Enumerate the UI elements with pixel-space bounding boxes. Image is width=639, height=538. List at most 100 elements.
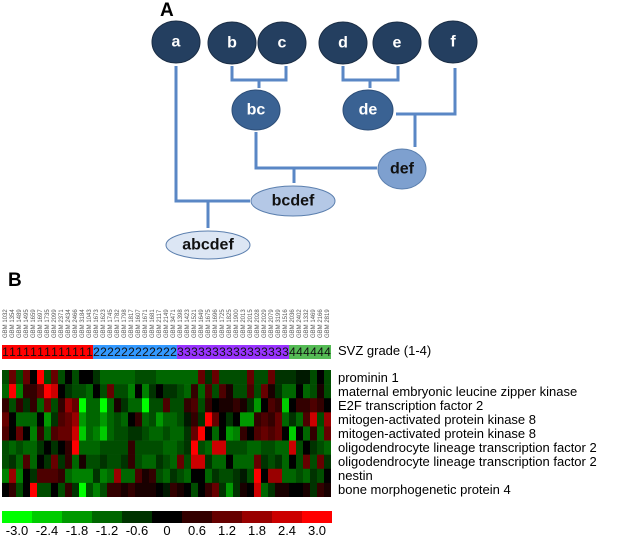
heatmap-cell [72, 384, 80, 399]
heatmap-cell [30, 468, 38, 484]
heatmap-cell [135, 440, 143, 455]
heatmap-cell [268, 426, 276, 441]
heatmap-cell [128, 370, 136, 385]
sample-label: GBM 2028 [254, 290, 261, 338]
heatmap-cell [2, 426, 10, 441]
heatmap-cell [303, 384, 311, 399]
tree-edge [341, 66, 400, 82]
heatmap-cell [212, 384, 220, 399]
heatmap-cell [149, 454, 157, 470]
node-shape [428, 20, 478, 64]
node-abcdef: abcdef [165, 230, 251, 260]
tree-edges [174, 66, 457, 228]
heatmap-cell [135, 454, 143, 470]
heatmap-cell [23, 454, 31, 470]
heatmap-cell [100, 468, 108, 484]
grade-cell: 1 [37, 345, 44, 359]
heatmap-cell [233, 398, 241, 413]
heatmap-cell [2, 440, 10, 455]
heatmap-cell [296, 398, 304, 413]
grade-cell: 2 [100, 345, 107, 359]
heatmap-cell [163, 454, 171, 470]
heatmap-cell [2, 468, 10, 484]
heatmap-cell [16, 426, 24, 441]
heatmap-cell [191, 384, 199, 399]
heatmap-cell [261, 398, 269, 413]
heatmap-cell [107, 454, 115, 470]
heatmap-cell [191, 398, 199, 413]
heatmap-cell [114, 426, 122, 441]
node-c: c [257, 21, 307, 65]
heatmap-cell [149, 468, 157, 484]
sample-label: GBM 2466 [72, 290, 79, 338]
heatmap-cell [289, 454, 297, 470]
heatmap-cell [128, 440, 136, 455]
heatmap-cell [163, 482, 171, 497]
sample-label: GBM 1398 [177, 290, 184, 338]
heatmap-cell [317, 440, 325, 455]
node-shape [257, 21, 307, 65]
heatmap-cell [79, 398, 87, 413]
heatmap-cell [282, 454, 290, 470]
heatmap-cell [170, 426, 178, 441]
heatmap-cell [170, 468, 178, 484]
heatmap-cell [254, 454, 262, 470]
heatmap-cell [219, 440, 227, 455]
heatmap-cell [261, 412, 269, 427]
heatmap-cell [184, 398, 192, 413]
heatmap-cell [240, 426, 248, 441]
sample-label: GBM 1623 [100, 290, 107, 338]
heatmap-cell [16, 454, 24, 470]
heatmap-cell [121, 398, 129, 413]
heatmap-cell [107, 426, 115, 441]
heatmap-cell [65, 426, 73, 441]
sample-label: GBM 1675 [205, 290, 212, 338]
heatmap-cell [107, 398, 115, 413]
sample-label: GBM 2117 [156, 290, 163, 338]
heatmap-cell [100, 440, 108, 455]
heatmap-cell [156, 384, 164, 399]
heatmap-cell [268, 370, 276, 385]
node-label: bcdef [272, 193, 315, 210]
heatmap-cell [51, 412, 59, 427]
heatmap-cell [177, 440, 185, 455]
heatmap-cell [121, 440, 129, 455]
heatmap-cell [184, 412, 192, 427]
sample-label: GBM 1516 [282, 290, 289, 338]
heatmap-cell [219, 398, 227, 413]
heatmap-cell [324, 426, 331, 441]
heatmap-cell [198, 482, 206, 497]
heatmap-cell [128, 384, 136, 399]
heatmap-cell [121, 384, 129, 399]
heatmap-cell [226, 468, 234, 484]
heatmap-cell [100, 384, 108, 399]
panel-b-label: B [8, 270, 22, 291]
heatmap-cell [156, 454, 164, 470]
heatmap-cell [2, 482, 10, 497]
heatmap-cell [317, 454, 325, 470]
node-a: a [151, 20, 201, 64]
heatmap-cell [191, 454, 199, 470]
heatmap-cell [268, 454, 276, 470]
heatmap-cell [310, 468, 318, 484]
gene-label: prominin 1 [338, 370, 399, 385]
grade-cell: 2 [93, 345, 100, 359]
heatmap-cell [205, 384, 213, 399]
grade-cell: 2 [142, 345, 149, 359]
heatmap-cell [198, 412, 206, 427]
heatmap-cell [198, 398, 206, 413]
heatmap-cell [156, 482, 164, 497]
heatmap-cell [324, 454, 331, 470]
heatmap-cell [226, 482, 234, 497]
sample-label: GBM 1332 [303, 290, 310, 338]
heatmap-cell [79, 468, 87, 484]
heatmap-cell [93, 384, 101, 399]
heatmap-cell [254, 440, 262, 455]
heatmap-cell [58, 468, 66, 484]
heatmap-cell [37, 468, 45, 484]
heatmap-cell [86, 398, 94, 413]
sample-label: GBM 1495 [23, 290, 30, 338]
sample-label: GBM 2013 [240, 290, 247, 338]
heatmap-cell [142, 398, 150, 413]
